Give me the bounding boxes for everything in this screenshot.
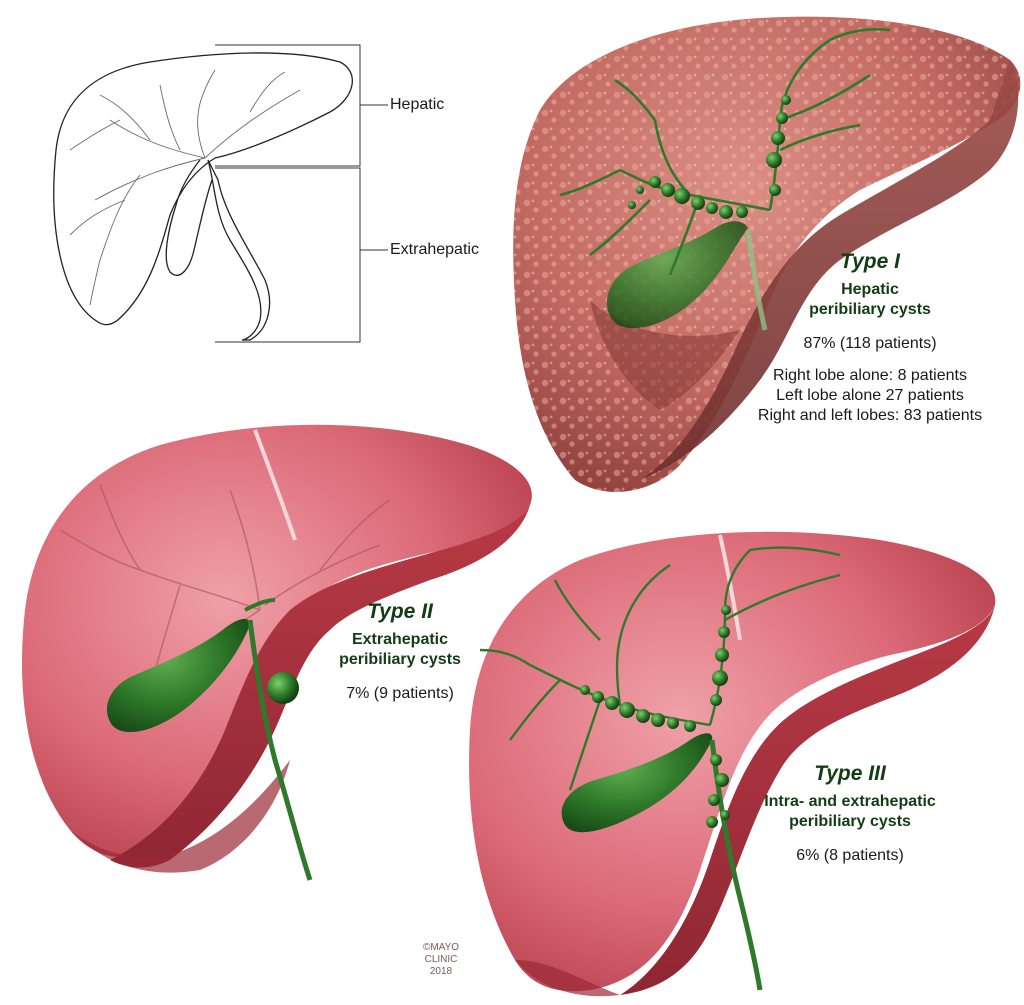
type2-subtitle-line2: peribiliary cysts (315, 650, 485, 670)
type1-detail-left-lobe: Left lobe alone 27 patients (730, 386, 1010, 406)
schematic-liver-outline (54, 53, 353, 340)
type1-caption: Type I Hepatic peribiliary cysts 87% (11… (730, 250, 1010, 426)
type3-subtitle-line1: Intra- and extrahepatic (735, 792, 965, 812)
type2-stat: 7% (9 patients) (315, 684, 485, 704)
type3-title: Type III (735, 762, 965, 786)
type1-detail-right-lobe: Right lobe alone: 8 patients (730, 366, 1010, 386)
type2-subtitle-line1: Extrahepatic (315, 630, 485, 650)
type1-subtitle-line1: Hepatic (730, 280, 1010, 300)
copyright-credit: ©MAYO CLINIC 2018 (416, 942, 466, 978)
credit-line1: ©MAYO (416, 942, 466, 954)
extrahepatic-label: Extrahepatic (390, 241, 479, 259)
credit-line3: 2018 (416, 966, 466, 978)
type1-title: Type I (730, 250, 1010, 274)
credit-line2: CLINIC (416, 954, 466, 966)
hepatic-label: Hepatic (390, 96, 444, 114)
schematic-brackets (215, 45, 388, 342)
type2-caption: Type II Extrahepatic peribiliary cysts 7… (315, 600, 485, 704)
type1-detail-both-lobes: Right and left lobes: 83 patients (730, 406, 1010, 426)
type1-subtitle-line2: peribiliary cysts (730, 300, 1010, 320)
type3-subtitle-line2: peribiliary cysts (735, 812, 965, 832)
type3-caption: Type III Intra- and extrahepatic peribil… (735, 762, 965, 866)
type3-stat: 6% (8 patients) (735, 846, 965, 866)
type1-stat: 87% (118 patients) (730, 334, 1010, 354)
type2-title: Type II (315, 600, 485, 624)
